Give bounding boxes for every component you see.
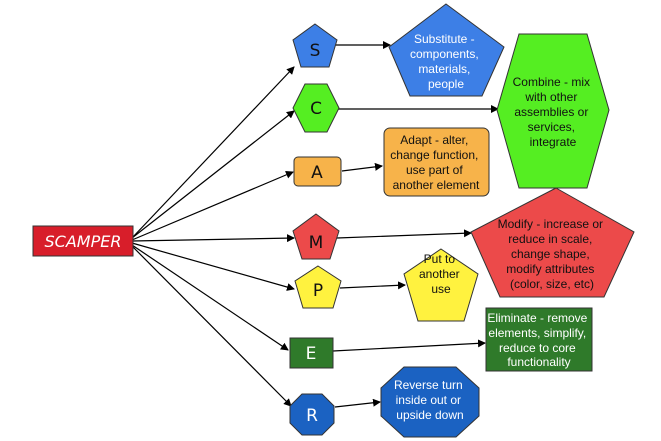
scamper-root-node: SCAMPER: [32, 225, 134, 257]
c-hexagon: [292, 83, 340, 133]
r-letter: R: [306, 406, 318, 426]
c-description: Combine - mix with other assemblies or s…: [513, 75, 594, 149]
p-pentagon: [294, 265, 342, 309]
s-description-line-4: people: [428, 77, 464, 91]
p-description-node: Put to another use: [403, 248, 479, 322]
arrow-r-to-description: [334, 398, 381, 408]
s-description-line-1: Substitute -: [414, 32, 475, 46]
m-description-line-5: (color, size, etc): [510, 277, 594, 291]
node-m: M: [292, 213, 340, 260]
s-description-line-3: materials,: [418, 62, 470, 76]
p-description-line-1: Put to: [424, 252, 456, 266]
e-description: Eliminate - remove elements, simplify, r…: [487, 311, 590, 369]
arrow-root-to-a: [131, 171, 294, 241]
arrow-p-to-description: [339, 281, 406, 290]
s-description-node: Substitute - components, materials, peop…: [388, 3, 505, 97]
c-description-line-1: Combine - mix: [513, 75, 590, 89]
arrow-root-to-r: [131, 245, 292, 407]
e-description-node: Eliminate - remove elements, simplify, r…: [485, 307, 593, 372]
r-description: Reverse turn inside out or upside down: [394, 378, 466, 422]
c-description-hexagon: [496, 33, 610, 189]
r-description-line-3: upside down: [396, 408, 463, 422]
c-description-line-5: integrate: [530, 135, 577, 149]
p-description: Put to another use: [419, 252, 463, 296]
e-description-line-1: Eliminate - remove: [487, 311, 587, 325]
c-description-line-3: assemblies or: [514, 105, 588, 119]
p-description-pentagon: [403, 248, 479, 322]
m-letter: M: [309, 233, 324, 253]
arrow-root-to-p: [131, 242, 295, 291]
a-letter: A: [311, 163, 323, 183]
node-c: C: [292, 83, 340, 133]
node-r: R: [289, 393, 335, 436]
node-p: P: [294, 265, 342, 309]
arrow-root-to-c: [131, 110, 295, 239]
scamper-root-box: [32, 225, 134, 257]
m-description-line-2: reduce in scale,: [508, 232, 592, 246]
node-a: A: [293, 156, 342, 187]
m-description-line-1: Modify - increase or: [498, 217, 603, 231]
a-box: [293, 156, 342, 187]
c-description-node: Combine - mix with other assemblies or s…: [496, 33, 610, 189]
r-description-line-1: Reverse turn: [394, 378, 463, 392]
e-description-line-3: reduce to core: [499, 341, 576, 355]
scamper-root-label: SCAMPER: [45, 232, 122, 251]
arrow-m-to-description: [336, 229, 472, 239]
s-description: Substitute - components, materials, peop…: [410, 32, 482, 91]
s-letter: S: [310, 41, 321, 61]
a-description-line-4: another element: [393, 178, 480, 192]
a-description-line-3: use part of: [406, 163, 463, 177]
a-description-line-1: Adapt - alter,: [400, 133, 468, 147]
c-description-line-2: with other: [524, 90, 577, 104]
a-description: Adapt - alter, change function, use part…: [390, 133, 481, 192]
arrow-e-to-description: [332, 339, 486, 352]
r-description-octagon: [380, 366, 480, 438]
arrow-root-to-m: [131, 234, 295, 243]
r-octagon: [289, 393, 335, 436]
arrow-a-to-description: [341, 162, 383, 172]
s-description-pentagon: [388, 3, 505, 97]
e-box: [289, 337, 334, 369]
m-description: Modify - increase or reduce in scale, ch…: [498, 217, 607, 291]
e-letter: E: [306, 344, 317, 364]
c-letter: C: [310, 99, 322, 119]
arrow-root-to-e: [131, 244, 289, 351]
node-s: S: [292, 23, 338, 68]
p-letter: P: [313, 281, 323, 301]
e-description-box: [485, 307, 593, 372]
m-pentagon: [292, 213, 340, 260]
s-pentagon: [292, 23, 338, 68]
p-description-line-2: another: [419, 267, 460, 281]
a-description-line-2: change function,: [390, 148, 478, 162]
m-description-line-3: change shape,: [511, 247, 590, 261]
p-description-line-3: use: [431, 282, 451, 296]
s-description-line-2: components,: [410, 47, 479, 61]
m-description-line-4: modify attributes: [506, 262, 594, 276]
m-description-pentagon: [470, 187, 635, 298]
a-description-node: Adapt - alter, change function, use part…: [383, 127, 490, 197]
r-description-line-2: inside out or: [396, 393, 461, 407]
e-description-line-4: functionality: [507, 355, 570, 369]
r-description-node: Reverse turn inside out or upside down: [380, 366, 480, 438]
node-e: E: [289, 337, 334, 369]
arrow-root-to-s: [131, 66, 295, 239]
c-description-line-4: services,: [528, 120, 575, 134]
m-description-node: Modify - increase or reduce in scale, ch…: [470, 187, 635, 298]
a-description-box: [383, 127, 490, 197]
e-description-line-2: elements, simplify,: [488, 326, 586, 340]
